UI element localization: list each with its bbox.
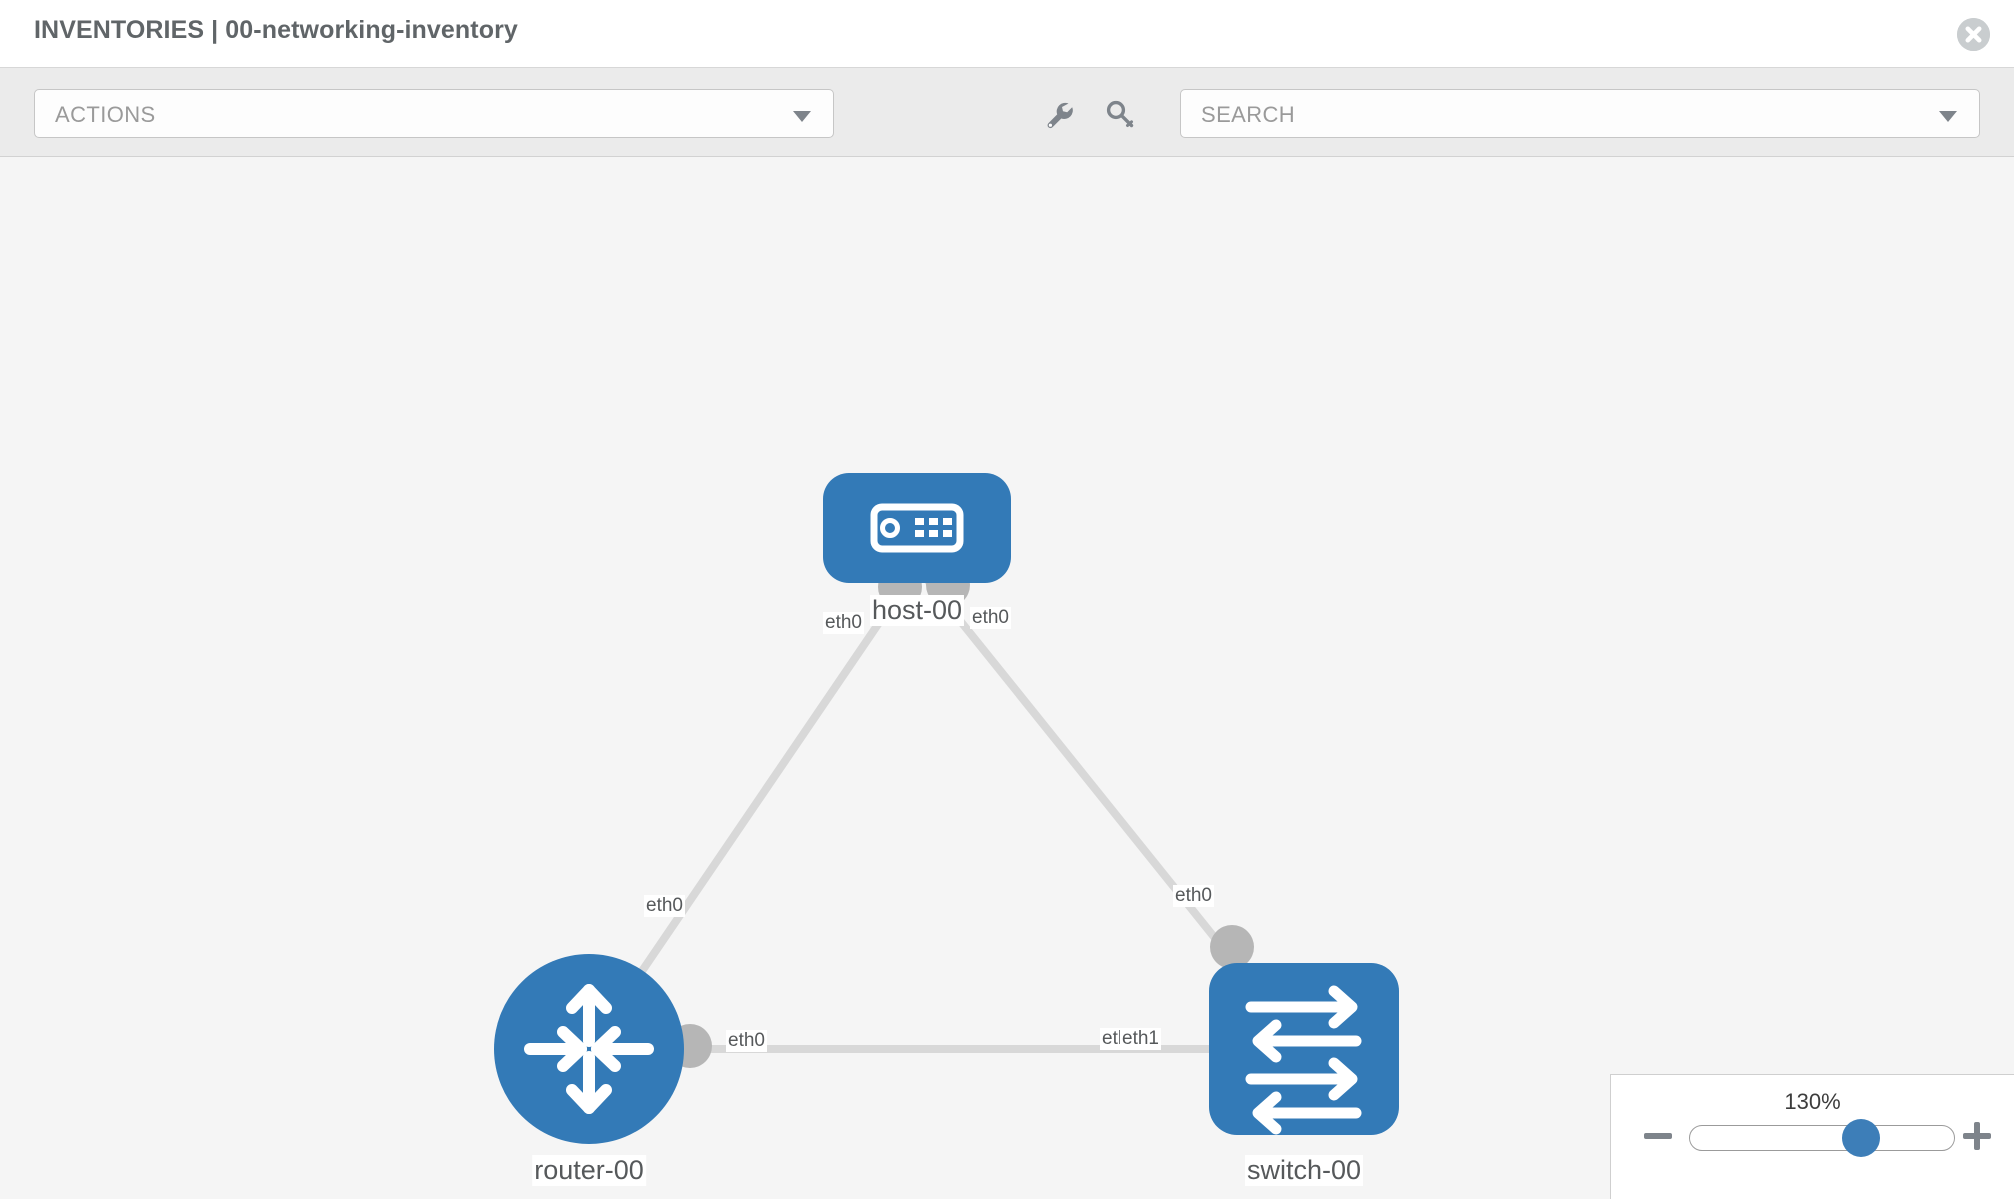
node-host-00[interactable] [823,473,1011,583]
actions-dropdown[interactable]: ACTIONS [34,89,834,138]
node-router-00[interactable] [494,954,684,1144]
router-arrows-icon [524,984,654,1114]
page-header: INVENTORIES | 00-networking-inventory [0,0,2014,68]
toolbar: ACTIONS SEARCH [0,68,2014,157]
zoom-percent-label: 130% [1784,1089,1841,1114]
endpoint-switch-eth0 [1210,925,1254,969]
node-switch-00[interactable] [1209,963,1399,1135]
zoom-slider-thumb[interactable] [1842,1119,1880,1157]
zoom-slider-track[interactable] [1689,1119,1955,1157]
search-chevron-down-icon[interactable] [1939,111,1957,122]
zoom-control: 130% [1610,1074,2014,1199]
topology-graph [494,473,1399,1144]
edge-host-router [585,564,921,1052]
link-edges [585,564,1308,1053]
key-icon[interactable] [1100,94,1140,134]
search-placeholder: SEARCH [1201,102,1296,127]
zoom-in-button[interactable] [1960,1119,1994,1153]
search-input[interactable]: SEARCH [1180,89,1980,138]
wrench-icon[interactable] [1039,94,1079,134]
actions-dropdown-label: ACTIONS [55,102,156,127]
chevron-down-icon [793,111,811,122]
zoom-out-button[interactable] [1641,1119,1675,1153]
page-title: INVENTORIES | 00-networking-inventory [34,16,518,44]
link-endpoints [668,563,1255,1068]
server-device-icon [870,503,964,553]
switch-arrows-icon [1245,985,1362,1135]
close-icon[interactable] [1957,18,1990,51]
topology-canvas[interactable]: eth0 eth0 eth0 eth0 eth0 eth0 eth1 host-… [0,157,2014,1199]
